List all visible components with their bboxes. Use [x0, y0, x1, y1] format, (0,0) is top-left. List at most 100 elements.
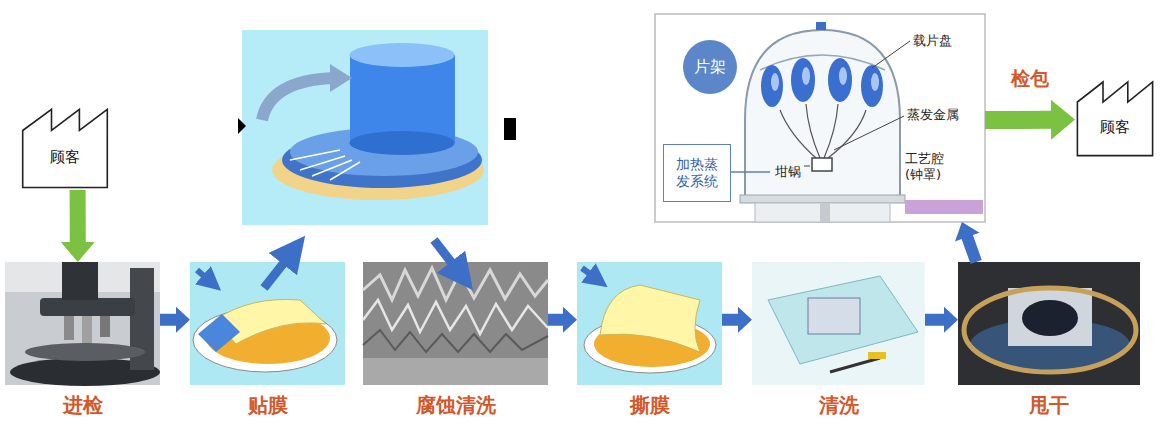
- panel-frame: [655, 14, 985, 222]
- leader-line: [834, 116, 904, 150]
- highlight: [771, 73, 779, 91]
- process-step: 清洗: [752, 262, 925, 385]
- film: [600, 285, 700, 352]
- press-cylinder: [350, 43, 455, 67]
- process-step: 贴膜: [190, 262, 345, 385]
- rotation-arrow: [262, 78, 335, 120]
- photo-ground: [958, 262, 1140, 385]
- chamber-label: 坩锅: [775, 164, 801, 180]
- panel-ground: [242, 30, 488, 225]
- rinse-tank-photo: [752, 262, 925, 385]
- objective-lens: [100, 316, 110, 337]
- photo-ground: [577, 262, 722, 385]
- top-knob: [816, 22, 826, 30]
- wafer-cassette: [1022, 300, 1078, 336]
- marker: [238, 118, 246, 134]
- step-label: 腐蚀清洗: [363, 393, 548, 417]
- heating-label: 加热蒸发系统: [675, 156, 719, 191]
- microscope-photo: [5, 262, 160, 386]
- photo-ground: [363, 262, 548, 385]
- flow-arrow: [548, 307, 577, 333]
- etch-surface-photo: [363, 262, 548, 385]
- leader-line: [731, 171, 770, 173]
- press-cylinder: [350, 55, 455, 143]
- wafer-holder: [828, 58, 852, 102]
- evaporation-chamber-drawing: [655, 14, 985, 222]
- leader-line: [804, 166, 810, 167]
- tank: [768, 276, 918, 364]
- rack-label: 片架: [694, 57, 726, 78]
- objective-lens: [64, 316, 74, 340]
- flow-arrow: [722, 307, 752, 333]
- evaporation-chamber: 载片盘蒸发金属工艺腔 (钟罩) 坩锅 片架加热蒸发系统: [655, 14, 985, 222]
- chamber-label: 工艺腔 (钟罩): [905, 151, 953, 182]
- step-label: 贴膜: [190, 393, 345, 417]
- wafer-holder: [791, 58, 815, 102]
- heating-system-box: 加热蒸发系统: [663, 144, 731, 202]
- photo-ground: [752, 262, 925, 385]
- highlight: [871, 73, 879, 91]
- chamber-label: 载片盘: [913, 33, 952, 49]
- texture: [363, 330, 548, 352]
- spin-dryer-photo: [958, 262, 1140, 385]
- highlight: [839, 67, 847, 85]
- step-label: 进检: [5, 393, 160, 417]
- peel-photo: [577, 262, 722, 385]
- rotor-frame: [1008, 288, 1092, 346]
- pillar: [820, 203, 830, 222]
- flow-arrow: [61, 190, 95, 262]
- sensor: [868, 352, 886, 359]
- customer-factory: 顾客: [20, 105, 110, 190]
- pump-port: [905, 200, 983, 214]
- microscope-head: [40, 298, 135, 316]
- crucible: [812, 158, 832, 171]
- motion-arrow: [197, 270, 212, 283]
- flow-arrow: [264, 250, 294, 288]
- wafer-rack: [760, 55, 885, 70]
- process-step: 腐蚀清洗: [363, 262, 548, 385]
- microscope-eyepiece: [62, 262, 98, 300]
- flow-arrow: [955, 222, 982, 264]
- step-label: 清洗: [752, 393, 925, 417]
- flow-arrow: [434, 240, 462, 276]
- customer-label: 顾客: [1075, 118, 1155, 136]
- process-step: 撕膜: [577, 262, 722, 385]
- step-label: 撕膜: [577, 393, 722, 417]
- photo-ground: [5, 262, 160, 385]
- spokes: [290, 150, 360, 180]
- marker: [504, 118, 516, 140]
- customer-label: 顾客: [20, 148, 110, 166]
- chamber-ring: [964, 288, 1136, 372]
- wafer-holder: [861, 65, 883, 107]
- sensor-cable: [830, 358, 880, 372]
- process-step: 进检: [5, 262, 160, 385]
- objective-lens: [82, 316, 92, 344]
- vapor-lines: [780, 104, 866, 158]
- basket: [808, 298, 860, 334]
- chamber-label: 蒸发金属: [907, 107, 959, 123]
- microscope-stage: [25, 343, 145, 361]
- flow-arrow: [985, 100, 1075, 140]
- roller: [198, 314, 240, 352]
- customer-factory: 顾客: [1075, 78, 1155, 158]
- wafer-holder: [761, 65, 783, 107]
- base-body: [755, 203, 890, 222]
- substrate: [363, 358, 548, 385]
- step-label: 甩干: [958, 393, 1140, 417]
- motion-arrow: [582, 268, 598, 280]
- bell-jar: [745, 30, 900, 195]
- process-step: 甩干: [958, 262, 1140, 385]
- edge-label: 检包: [1011, 66, 1049, 92]
- rack-circle: 片架: [683, 40, 737, 94]
- lamination-illustration: [238, 30, 516, 225]
- press-cylinder: [350, 131, 455, 155]
- highlight: [802, 67, 810, 85]
- base-plate: [740, 195, 905, 203]
- leader-line: [872, 41, 910, 68]
- texture: [363, 300, 548, 334]
- flow-arrow: [160, 307, 190, 333]
- flow-arrow: [925, 307, 958, 333]
